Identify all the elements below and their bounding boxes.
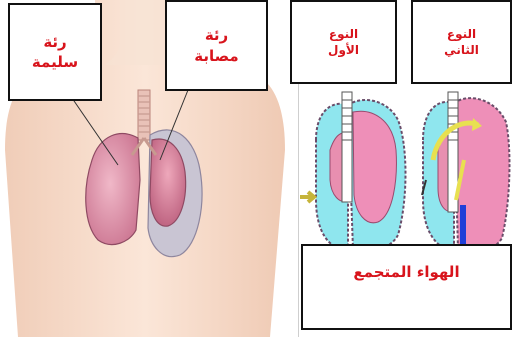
label-healthy-line1: رئة bbox=[32, 32, 78, 52]
label-type1-line1: النوع bbox=[328, 26, 359, 42]
type2-lung-diagram bbox=[422, 92, 509, 252]
label-healthy-line2: سليمة bbox=[32, 52, 78, 72]
label-type2-line1: النوع bbox=[444, 26, 479, 42]
label-air-collected-text: الهواء المتجمع bbox=[353, 262, 459, 282]
label-healthy-lung: رئة سليمة bbox=[8, 3, 102, 101]
label-type2: النوع الثاني bbox=[411, 0, 512, 84]
label-type2-line2: الثاني bbox=[444, 42, 479, 58]
label-injured-line2: مصابة bbox=[194, 46, 238, 66]
label-type1-line2: الأول bbox=[328, 42, 359, 58]
label-type1: النوع الأول bbox=[290, 0, 397, 84]
label-air-collected: الهواء المتجمع bbox=[301, 244, 512, 330]
label-injured-lung: رئة مصابة bbox=[165, 0, 268, 91]
label-injured-line1: رئة bbox=[194, 25, 238, 45]
type1-lung-diagram bbox=[300, 92, 406, 252]
